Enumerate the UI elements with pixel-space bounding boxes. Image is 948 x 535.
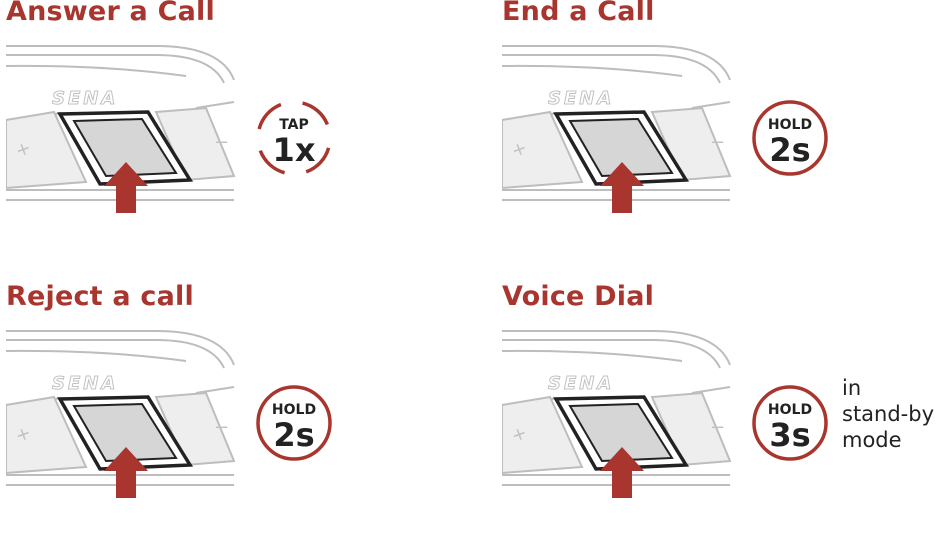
panel-reject-a-call: Reject a call + − SENA HOLD 2s [6,281,446,535]
badge-duration-label: 3s [769,416,811,454]
action-badge: HOLD 3s [750,383,830,463]
headset-device-illustration: + − SENA [502,45,732,213]
panel-title: Voice Dial [502,281,655,312]
press-arrow-icon [104,447,148,498]
note-line: in [842,376,862,400]
badge-duration-label: 2s [769,131,811,169]
press-arrow-icon [104,162,148,213]
action-badge: HOLD 2s [750,98,830,178]
svg-text:+: + [509,137,530,162]
svg-text:+: + [509,422,530,447]
svg-text:+: + [13,137,34,162]
badge-duration-label: 2s [273,416,315,454]
panel-title: End a Call [502,0,655,27]
badge-action-label: HOLD [767,117,813,133]
panel-answer-a-call: Answer a Call + − SENA TAP 1x [6,0,446,250]
badge-action-label: HOLD [767,402,813,418]
headset-device-illustration: + − SENA [6,45,236,213]
press-arrow-icon [600,447,644,498]
device-brand: SENA [52,88,118,109]
device-brand: SENA [52,373,118,394]
note-line: stand-by [842,402,935,426]
svg-text:−: − [710,132,725,153]
headset-device-illustration: + − SENA [502,330,732,498]
svg-text:−: − [214,417,229,438]
badge-action-label: HOLD [271,402,317,418]
panel-voice-dial: Voice Dial + − SENA HOLD 3s in stand-by … [502,281,942,535]
badge-action-label: TAP [279,117,309,133]
action-badge: HOLD 2s [254,383,334,463]
panel-title: Answer a Call [6,0,215,27]
press-arrow-icon [600,162,644,213]
headset-device-illustration: + − SENA [6,330,236,498]
panel-end-a-call: End a Call + − SENA HOLD 2s [502,0,942,250]
device-brand: SENA [548,88,614,109]
note-line: mode [842,428,902,452]
panel-title: Reject a call [6,281,194,312]
svg-text:+: + [13,422,34,447]
svg-text:−: − [710,417,725,438]
badge-duration-label: 1x [272,131,316,169]
device-brand: SENA [548,373,614,394]
action-badge: TAP 1x [254,98,334,178]
svg-text:−: − [214,132,229,153]
stand-by-note: in stand-by mode [842,375,948,453]
